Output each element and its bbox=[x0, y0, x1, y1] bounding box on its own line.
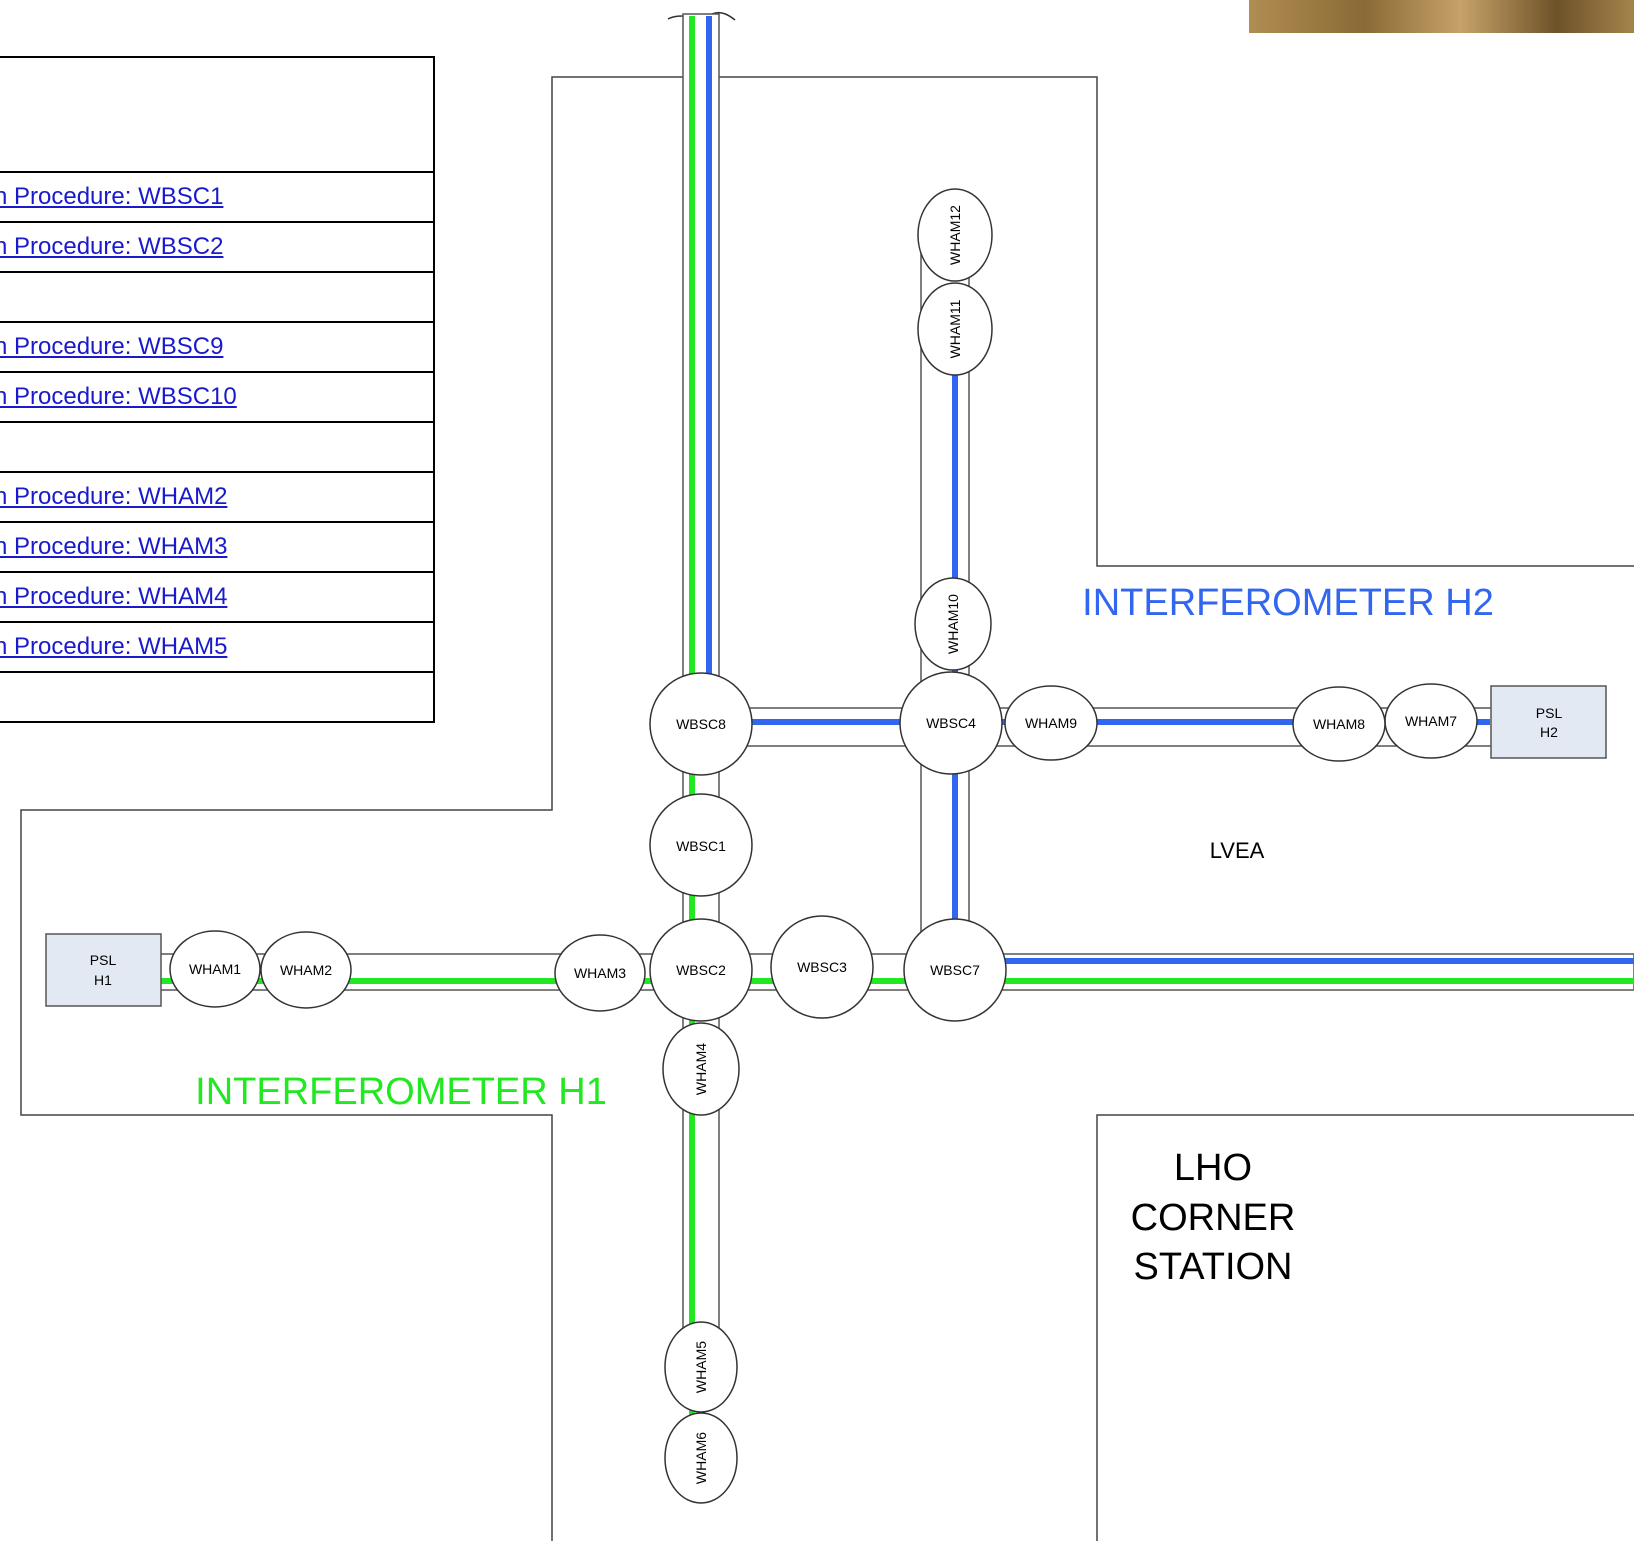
psl-h1-box bbox=[45, 933, 162, 1007]
table-row: n Procedure: WBSC1 bbox=[0, 171, 434, 222]
wham3-chamber bbox=[554, 934, 646, 1012]
wbsc2-chamber bbox=[649, 918, 753, 1022]
wham7-label: WHAM7 bbox=[1405, 713, 1457, 729]
wbsc8-label: WBSC8 bbox=[676, 716, 726, 732]
procedure-link-wbsc9[interactable]: n Procedure: WBSC9 bbox=[0, 333, 224, 360]
wbsc1-label: WBSC1 bbox=[676, 838, 726, 854]
wbsc7-chamber bbox=[903, 918, 1007, 1022]
wbsc3-chamber bbox=[770, 915, 874, 1019]
lvea-label: LVEA bbox=[1210, 838, 1265, 863]
wbsc4-label: WBSC4 bbox=[926, 715, 976, 731]
wham4-chamber bbox=[662, 1022, 740, 1116]
table-cell bbox=[0, 421, 434, 472]
wham10-label: WHAM10 bbox=[945, 594, 961, 654]
procedure-link-wham5[interactable]: n Procedure: WHAM5 bbox=[0, 633, 228, 660]
chamber-labels: WBSC8 WBSC1 WBSC2 WBSC3 WBSC4 WBSC7 WHAM… bbox=[189, 205, 1457, 1484]
interferometer-h1-label: INTERFEROMETER H1 bbox=[195, 1071, 607, 1113]
table-row bbox=[0, 271, 434, 322]
procedure-link-wbsc1[interactable]: n Procedure: WBSC1 bbox=[0, 183, 224, 210]
building-outline bbox=[20, 76, 1634, 1541]
table-cell bbox=[0, 671, 434, 722]
beam-tubes bbox=[159, 13, 1634, 1345]
psl-h2-label: PSL bbox=[1536, 705, 1563, 721]
wham6-chamber bbox=[664, 1412, 738, 1504]
wbsc3-label: WBSC3 bbox=[797, 959, 847, 975]
table-row: n Procedure: WBSC10 bbox=[0, 371, 434, 422]
procedure-link-wham3[interactable]: n Procedure: WHAM3 bbox=[0, 533, 228, 560]
psl-h2-sublabel: H2 bbox=[1540, 724, 1558, 740]
procedure-link-wham2[interactable]: n Procedure: WHAM2 bbox=[0, 483, 228, 510]
table-row: n Procedure: WBSC2 bbox=[0, 221, 434, 272]
table-row: n Procedure: WHAM2 bbox=[0, 471, 434, 522]
wham12-label: WHAM12 bbox=[947, 205, 963, 265]
procedure-link-wham4[interactable]: n Procedure: WHAM4 bbox=[0, 583, 228, 610]
wbsc1-chamber bbox=[649, 793, 753, 897]
wbsc2-label: WBSC2 bbox=[676, 962, 726, 978]
table-row: n Procedure: WHAM3 bbox=[0, 521, 434, 572]
station-label: LHO CORNER STATION bbox=[1131, 1147, 1296, 1288]
wham5-label: WHAM5 bbox=[693, 1341, 709, 1393]
station-label-line1: LHO bbox=[1174, 1147, 1252, 1189]
table-row: n Procedure: WHAM4 bbox=[0, 571, 434, 622]
wham8-label: WHAM8 bbox=[1313, 716, 1365, 732]
wham5-chamber bbox=[664, 1321, 738, 1413]
wham3-label: WHAM3 bbox=[574, 965, 626, 981]
table-row bbox=[0, 421, 434, 472]
wham8-chamber bbox=[1292, 686, 1386, 762]
wham9-label: WHAM9 bbox=[1025, 715, 1077, 731]
photo-strip-image bbox=[1249, 0, 1634, 33]
wbsc4-chamber bbox=[899, 671, 1003, 775]
wham11-chamber bbox=[917, 282, 993, 376]
table-row: n Procedure: WHAM5 bbox=[0, 621, 434, 672]
psl-h1-label: PSL bbox=[90, 952, 117, 968]
wham6-label: WHAM6 bbox=[693, 1432, 709, 1484]
wham2-chamber bbox=[260, 931, 352, 1009]
wham11-label: WHAM11 bbox=[947, 299, 963, 358]
table-cell bbox=[0, 271, 434, 322]
h2-beam bbox=[706, 16, 1634, 964]
wham1-chamber bbox=[169, 930, 261, 1008]
wbsc8-chamber bbox=[649, 672, 753, 776]
interferometer-h2-label: INTERFEROMETER H2 bbox=[1082, 582, 1494, 624]
chambers bbox=[169, 188, 1478, 1504]
station-label-line3: STATION bbox=[1133, 1246, 1292, 1288]
procedure-link-wbsc10[interactable]: n Procedure: WBSC10 bbox=[0, 383, 237, 410]
table-row bbox=[0, 671, 434, 722]
wham9-chamber bbox=[1004, 685, 1098, 761]
wham4-label: WHAM4 bbox=[693, 1043, 709, 1095]
wham10-chamber bbox=[914, 577, 992, 671]
station-label-line2: CORNER bbox=[1131, 1197, 1296, 1239]
psl-h2-box bbox=[1490, 685, 1607, 759]
wham12-chamber bbox=[917, 188, 993, 282]
wham1-label: WHAM1 bbox=[189, 961, 241, 977]
procedure-link-wbsc2[interactable]: n Procedure: WBSC2 bbox=[0, 233, 224, 260]
wbsc7-label: WBSC7 bbox=[930, 962, 980, 978]
wham2-label: WHAM2 bbox=[280, 962, 332, 978]
procedure-table: n Procedure: WBSC1 n Procedure: WBSC2 n … bbox=[0, 56, 435, 723]
table-row: n Procedure: WBSC9 bbox=[0, 321, 434, 372]
psl-h1-sublabel: H1 bbox=[94, 972, 112, 988]
